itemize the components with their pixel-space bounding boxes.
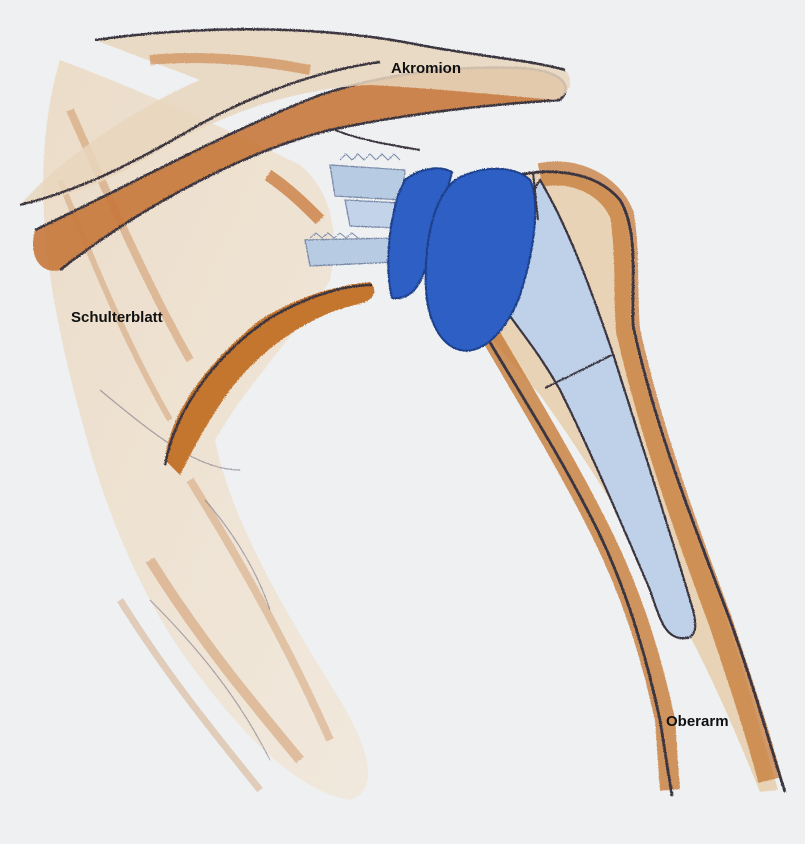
akromion-label: Akromion xyxy=(391,60,461,77)
schulterblatt-label: Schulterblatt xyxy=(71,309,163,326)
oberarm-label: Oberarm xyxy=(666,713,729,730)
